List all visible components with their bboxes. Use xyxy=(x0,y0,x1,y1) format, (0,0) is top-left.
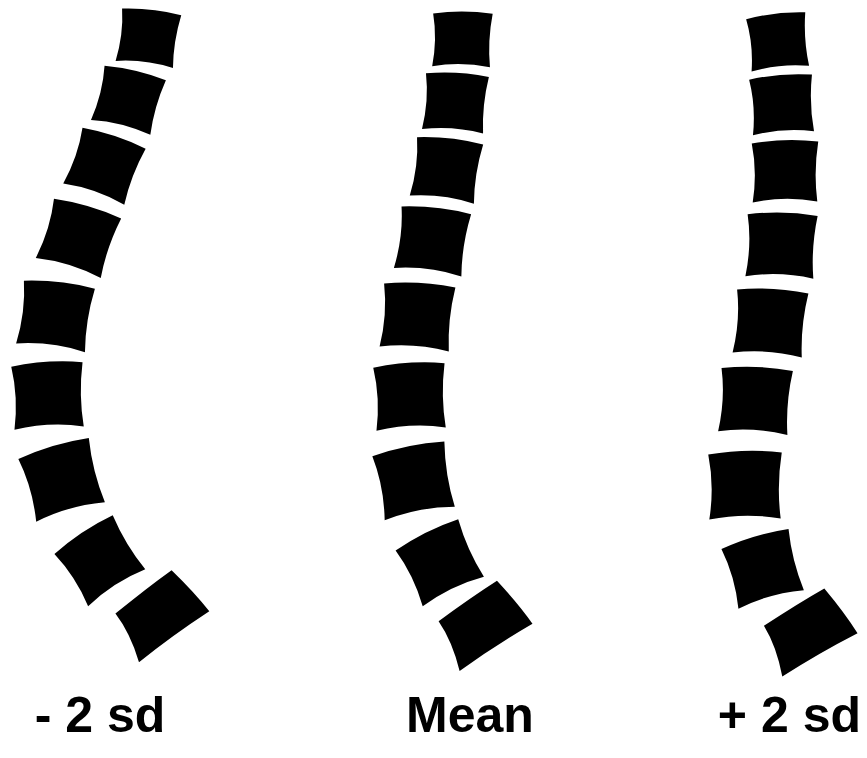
spine-variant-label: - 2 sd xyxy=(35,690,166,740)
spine-minus-2sd xyxy=(11,6,215,663)
spine-variant-label: + 2 sd xyxy=(718,690,861,740)
spine-mean xyxy=(372,10,538,671)
spine-variant-label: Mean xyxy=(406,690,534,740)
spine-plus-2sd xyxy=(708,11,862,677)
